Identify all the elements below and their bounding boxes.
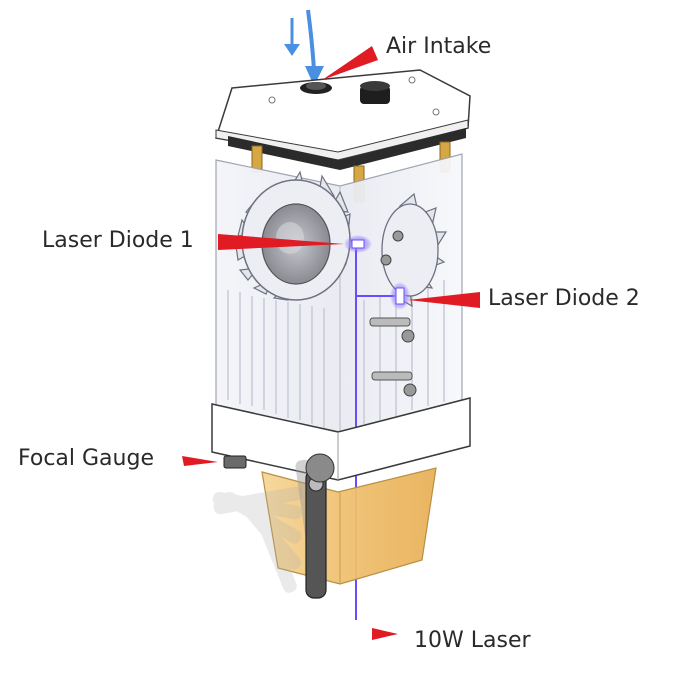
focal-gauge-swing xyxy=(212,453,335,599)
laser-diode-1-label: Laser Diode 1 xyxy=(42,228,194,253)
air-intake-label: Air Intake xyxy=(386,34,492,59)
callout-pointers xyxy=(182,46,480,640)
pointer-laser-diode-2 xyxy=(408,292,480,308)
laser-diode-2-label: Laser Diode 2 xyxy=(488,286,640,311)
pointer-air-intake xyxy=(322,46,378,80)
top-cover xyxy=(215,69,471,170)
focal-gauge-tab xyxy=(223,455,247,469)
air-flow-arrows xyxy=(284,9,324,86)
lower-band xyxy=(211,397,471,481)
pointer-focal-gauge xyxy=(182,456,218,466)
10w-laser-label: 10W Laser xyxy=(414,628,531,653)
focal-gauge-label: Focal Gauge xyxy=(18,446,154,471)
pointer-laser-diode-1 xyxy=(218,234,344,250)
pointer-10w-laser xyxy=(372,628,398,640)
